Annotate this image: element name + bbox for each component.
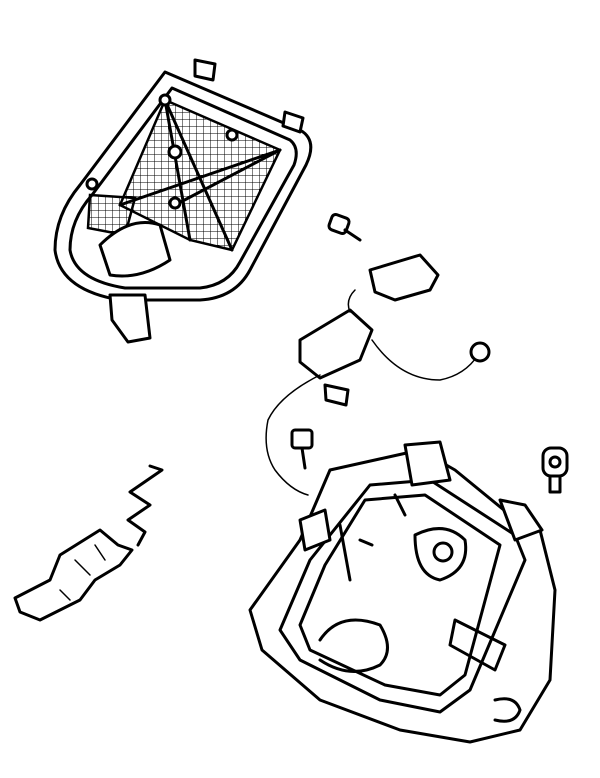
screw xyxy=(327,213,362,242)
filter-frame xyxy=(53,58,313,344)
spring xyxy=(126,464,164,547)
bolt xyxy=(290,428,314,470)
latch-clip xyxy=(13,528,134,622)
housing xyxy=(248,440,557,744)
wire-harness xyxy=(265,253,491,496)
grommet xyxy=(541,446,569,494)
